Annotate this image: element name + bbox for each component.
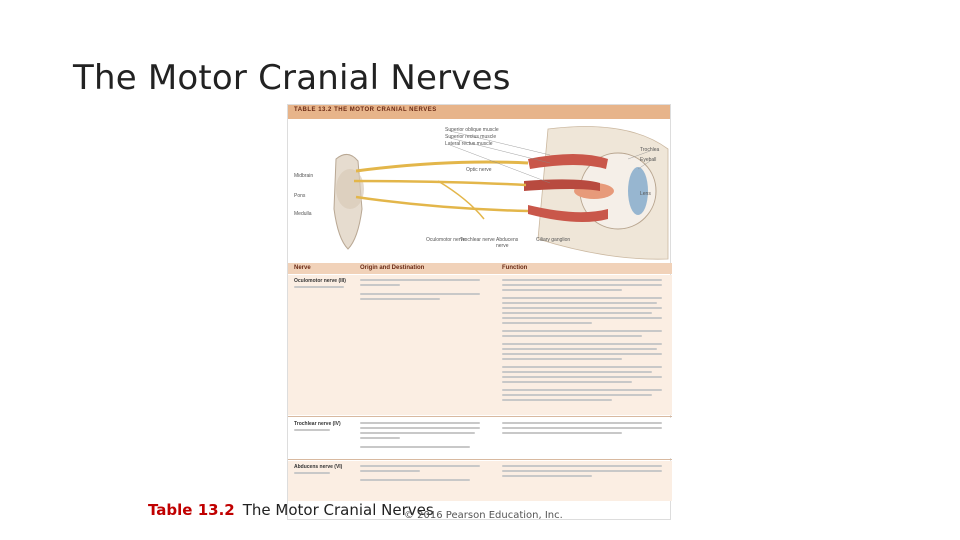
inferior-muscle [528,205,608,223]
superior-muscle [528,154,608,169]
figure-caption: Table 13.2 The Motor Cranial Nerves [148,501,434,519]
label-optic-nerve: Optic nerve [466,167,492,173]
table-figure: TABLE 13.2 THE MOTOR CRANIAL NERVES [287,104,672,520]
figure-header: TABLE 13.2 THE MOTOR CRANIAL NERVES [294,107,437,113]
lateral-muscle [524,179,600,191]
label-lens: Lens [640,191,651,197]
table-row: Trochlear nerve (IV) [288,418,672,458]
pons-shape [336,169,364,209]
table-row: Oculomotor nerve (III) [288,275,672,415]
header-function: Function [502,265,528,271]
caption-number: Table 13.2 [148,501,235,519]
eye-nerve-diagram [333,126,669,260]
label-pons: Pons [294,193,306,199]
figure-header-bar: TABLE 13.2 THE MOTOR CRANIAL NERVES [288,105,670,119]
nerve-name: Oculomotor nerve (III) [294,278,346,284]
table-row: Abducens nerve (VI) [288,461,672,501]
label-superior-rectus: Superior rectus muscle [445,134,497,140]
label-trochlea: Trochlea [640,147,660,153]
caption-text: The Motor Cranial Nerves [242,501,434,519]
label-lateral-rectus: Lateral rectus muscle [445,141,493,147]
abducens-path [355,195,529,213]
slide-title: The Motor Cranial Nerves [73,58,511,98]
label-trochlear: Trochlear nerve [460,237,495,243]
label-ciliary: Ciliary ganglion [536,237,571,243]
oculomotor-path [355,160,529,173]
ciliary-branch [437,180,485,220]
label-midbrain: Midbrain [294,173,314,179]
label-abducens: Abducens nerve [496,237,519,249]
nerve-name: Abducens nerve (VI) [294,464,343,470]
iris-shape [628,167,648,215]
label-superior-oblique: Superior oblique muscle [445,127,499,133]
label-medulla: Medulla [294,211,312,217]
header-nerve: Nerve [294,265,311,271]
header-origin: Origin and Destination [360,265,425,271]
table-header-row: Nerve Origin and Destination Function [288,263,672,274]
trochlear-path [353,179,527,187]
label-eyeball: Eyeball [640,157,657,163]
nerve-illustration: Superior oblique muscle Superior rectus … [288,119,672,261]
nerve-name: Trochlear nerve (IV) [294,421,341,427]
copyright-notice: © 2016 Pearson Education, Inc. [404,510,563,521]
label-oculomotor: Oculomotor nerve [426,237,466,243]
